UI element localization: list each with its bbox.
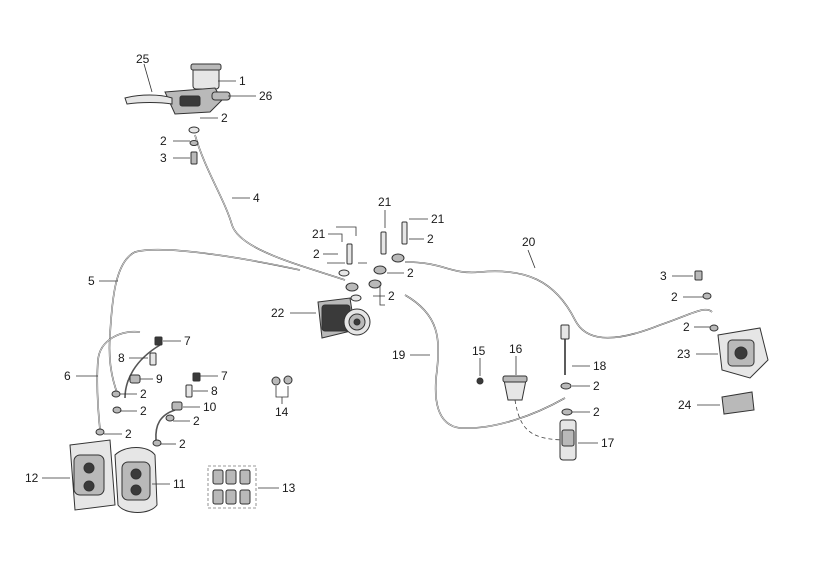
callout-labels: 25 1 26 2 2 3 4 5 6 7 8 9 2 2 7 8 10 2 2… — [25, 52, 692, 495]
callout-3-front: 3 — [160, 151, 167, 165]
rear-brake-pads — [721, 391, 755, 415]
callout-2-rear-c: 2 — [671, 290, 678, 304]
callout-2-front-d: 2 — [125, 427, 132, 441]
callout-2-master: 2 — [221, 111, 228, 125]
part-14-clips — [271, 375, 293, 386]
callout-2-front-b: 2 — [140, 404, 147, 418]
callout-24: 24 — [678, 398, 692, 412]
hose-front-right — [155, 409, 176, 441]
callout-15: 15 — [472, 344, 486, 358]
callout-11: 11 — [173, 477, 186, 491]
callout-4: 4 — [253, 191, 260, 205]
callout-18: 18 — [593, 359, 607, 373]
reservoir-hose — [514, 399, 569, 441]
callout-2-banjo: 2 — [160, 134, 167, 148]
callout-2-abs-d: 2 — [388, 289, 395, 303]
callout-9: 9 — [156, 372, 163, 386]
callout-2-abs-b: 2 — [313, 247, 320, 261]
callout-2-front-e: 2 — [179, 437, 186, 451]
callout-21-left: 21 — [312, 227, 326, 241]
callout-2-rear-d: 2 — [683, 320, 690, 334]
callout-16: 16 — [509, 342, 523, 356]
callout-23: 23 — [677, 347, 691, 361]
callout-7-lower: 7 — [221, 369, 228, 383]
callout-2-rear-a: 2 — [593, 379, 600, 393]
callout-12: 12 — [25, 471, 39, 485]
callout-8-upper: 8 — [118, 351, 125, 365]
abs-modulator — [317, 221, 408, 339]
hose-4 — [194, 134, 346, 281]
front-caliper-right — [114, 447, 158, 513]
callout-26: 26 — [259, 89, 273, 103]
callout-6: 6 — [64, 369, 71, 383]
leader-lines — [42, 63, 720, 489]
front-fittings — [95, 336, 201, 447]
callout-20: 20 — [522, 235, 536, 249]
callout-2-abs-c: 2 — [407, 266, 414, 280]
callout-5: 5 — [88, 274, 95, 288]
callout-7-upper: 7 — [184, 334, 191, 348]
callout-22: 22 — [271, 306, 285, 320]
callout-2-rear-b: 2 — [593, 405, 600, 419]
hose-19 — [404, 294, 566, 429]
callout-3-rear: 3 — [660, 269, 667, 283]
front-caliper-left — [69, 439, 116, 511]
callout-25: 25 — [136, 52, 150, 66]
rear-reservoir — [476, 375, 528, 401]
rear-caliper — [694, 270, 769, 379]
callout-21-right: 21 — [431, 212, 445, 226]
rear-master-cylinder — [559, 324, 577, 461]
callout-19: 19 — [392, 348, 406, 362]
callout-2-front-c: 2 — [193, 414, 200, 428]
callout-14: 14 — [275, 405, 289, 419]
callout-8-lower: 8 — [211, 384, 218, 398]
callout-21-mid: 21 — [378, 195, 392, 209]
hose-front-right-upper — [124, 344, 161, 399]
front-brake-pads — [207, 465, 257, 509]
callout-1: 1 — [239, 74, 246, 88]
front-master-cylinder — [124, 63, 231, 165]
brake-hoses — [96, 134, 713, 441]
hose-5 — [108, 248, 301, 396]
callout-2-front-a: 2 — [140, 387, 147, 401]
callout-10: 10 — [203, 400, 217, 414]
callout-13: 13 — [282, 481, 296, 495]
callout-2-abs-a: 2 — [427, 232, 434, 246]
callout-17: 17 — [601, 436, 615, 450]
